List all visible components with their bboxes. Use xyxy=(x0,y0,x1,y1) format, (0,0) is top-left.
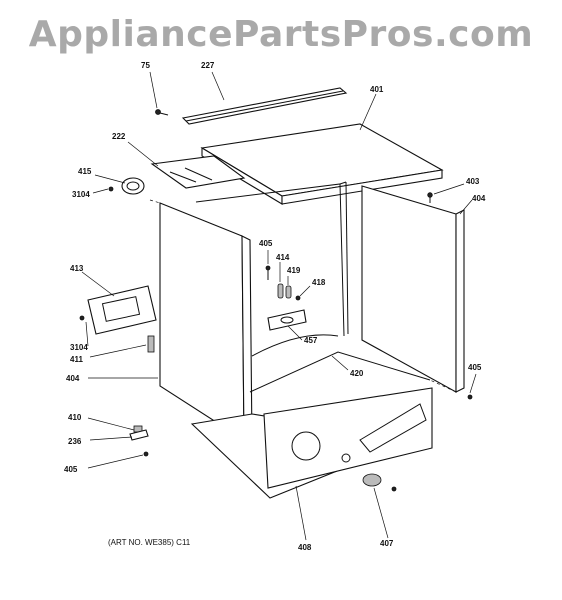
roller-407 xyxy=(362,473,397,492)
part-411 xyxy=(147,335,155,353)
base-408 xyxy=(190,387,433,499)
label-3104-left: 3104 xyxy=(70,343,88,352)
top-bracket-222 xyxy=(150,155,246,189)
screw-405-right xyxy=(467,394,473,400)
label-413: 413 xyxy=(70,264,84,273)
cover-413 xyxy=(87,285,157,335)
cabinet-left-side xyxy=(149,199,253,445)
top-panel-401 xyxy=(200,123,444,205)
label-403: 403 xyxy=(466,177,480,186)
label-222: 222 xyxy=(112,132,126,141)
label-408: 408 xyxy=(298,543,312,552)
label-420: 420 xyxy=(350,369,364,378)
label-405-bottom: 405 xyxy=(64,465,78,474)
label-405-right: 405 xyxy=(468,363,482,372)
cabinet-back-frame xyxy=(195,181,431,393)
label-418: 418 xyxy=(312,278,326,287)
label-227: 227 xyxy=(201,61,215,70)
top-rail-227 xyxy=(181,87,348,125)
label-3104-top: 3104 xyxy=(72,190,90,199)
label-75: 75 xyxy=(141,61,150,70)
label-457: 457 xyxy=(304,336,318,345)
site-watermark: AppliancePartsPros.com xyxy=(28,14,534,55)
screw-403 xyxy=(427,192,433,203)
screw-405-bottom xyxy=(143,451,149,457)
art-number-caption: (ART NO. WE385) C11 xyxy=(108,538,191,547)
label-411: 411 xyxy=(70,355,83,364)
screw-3104-left xyxy=(79,315,85,321)
cover-415 xyxy=(121,177,145,195)
label-414: 414 xyxy=(276,253,290,262)
label-419: 419 xyxy=(287,266,301,275)
bracket-457 xyxy=(267,309,307,331)
leveling-leg-410 xyxy=(129,425,149,441)
label-236: 236 xyxy=(68,437,82,446)
screw-75 xyxy=(155,109,169,116)
label-407: 407 xyxy=(380,539,394,548)
label-404-left: 404 xyxy=(66,374,80,383)
label-405-top: 405 xyxy=(259,239,273,248)
label-401: 401 xyxy=(370,85,384,94)
leader-lines xyxy=(81,71,477,541)
screw-3104-top xyxy=(108,186,114,192)
part-number-labels: 75 227 401 222 415 3104 403 404 405 414 … xyxy=(64,61,486,552)
label-415: 415 xyxy=(78,167,92,176)
cabinet-right-side-404 xyxy=(361,185,465,393)
label-410: 410 xyxy=(68,413,82,422)
small-parts-cluster xyxy=(265,265,301,301)
label-404-right: 404 xyxy=(472,194,486,203)
